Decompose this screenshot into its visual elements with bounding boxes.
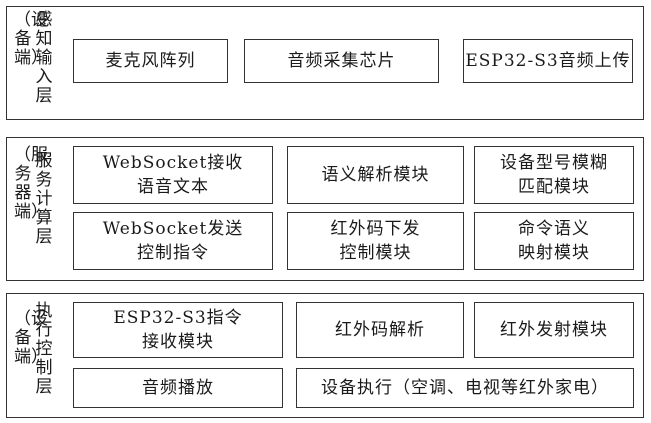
layer-service: （服务器端） 服务计算层 WebSocket接收 语音文本 语义解析模块 设备型… xyxy=(6,137,644,281)
layer-perception-sublabel: （设备端） xyxy=(14,10,48,68)
box-esp-receive: ESP32-S3指令 接收模块 xyxy=(73,302,283,358)
box-esp-receive-line-2: 接收模块 xyxy=(142,332,214,352)
box-ws-receive: WebSocket接收 语音文本 xyxy=(73,146,273,204)
box-ws-send-line-2: 控制指令 xyxy=(137,243,209,263)
layer-execution: （设备端） 执行控制层 ESP32-S3指令 接收模块 红外码解析 红外发射模块… xyxy=(6,293,644,418)
layer-service-label: （服务器端） 服务计算层 xyxy=(11,144,57,276)
box-esp-upload-line-1: ESP32-S3音频上传 xyxy=(465,51,631,71)
box-esp-upload: ESP32-S3音频上传 xyxy=(463,39,633,83)
box-ws-send-line-1: WebSocket发送 xyxy=(102,219,244,239)
box-esp-receive-line-1: ESP32-S3指令 xyxy=(113,308,243,328)
box-fuzzy-match-line-2: 匹配模块 xyxy=(518,177,590,197)
layer-service-sublabel: （服务器端） xyxy=(14,145,48,222)
box-audio-play: 音频播放 xyxy=(73,368,283,408)
box-ir-dispatch-line-1: 红外码下发 xyxy=(330,219,421,239)
box-device-exec-line-1: 设备执行（空调、电视等红外家电） xyxy=(321,378,609,398)
box-cmd-map-line-1: 命令语义 xyxy=(518,219,590,239)
box-mic-array: 麦克风阵列 xyxy=(73,39,228,83)
box-semantic-line-1: 语义解析模块 xyxy=(321,165,430,185)
box-ir-decode-line-1: 红外码解析 xyxy=(335,320,425,340)
box-cmd-map: 命令语义 映射模块 xyxy=(474,212,634,270)
box-ir-dispatch-line-2: 控制模块 xyxy=(339,243,412,263)
box-ir-emit: 红外发射模块 xyxy=(474,302,634,358)
layer-perception: （设备端） 感知输入层 麦克风阵列 音频采集芯片 ESP32-S3音频上传 xyxy=(6,6,644,120)
layer-perception-mainlabel: 感知输入层 xyxy=(35,10,53,106)
box-ws-receive-line-1: WebSocket接收 xyxy=(102,153,244,173)
layer-execution-mainlabel: 执行控制层 xyxy=(35,301,53,397)
box-ir-decode: 红外码解析 xyxy=(296,302,464,358)
box-audio-chip: 音频采集芯片 xyxy=(244,39,439,83)
box-device-exec: 设备执行（空调、电视等红外家电） xyxy=(296,368,634,408)
box-cmd-map-line-2: 映射模块 xyxy=(518,243,590,263)
box-mic-array-line-1: 麦克风阵列 xyxy=(105,51,196,71)
box-semantic: 语义解析模块 xyxy=(287,146,464,204)
layer-execution-sublabel: （设备端） xyxy=(14,309,48,367)
box-ir-emit-line-1: 红外发射模块 xyxy=(500,320,608,340)
layer-execution-label: （设备端） 执行控制层 xyxy=(11,298,57,414)
box-ws-send: WebSocket发送 控制指令 xyxy=(73,212,273,270)
box-fuzzy-match: 设备型号模糊 匹配模块 xyxy=(474,146,634,204)
layer-perception-label: （设备端） 感知输入层 xyxy=(11,11,57,117)
box-audio-play-line-1: 音频播放 xyxy=(142,378,214,398)
box-audio-chip-line-1: 音频采集芯片 xyxy=(287,51,396,71)
box-ir-dispatch: 红外码下发 控制模块 xyxy=(287,212,464,270)
box-fuzzy-match-line-1: 设备型号模糊 xyxy=(500,153,608,173)
box-ws-receive-line-2: 语音文本 xyxy=(137,177,209,197)
layer-service-mainlabel: 服务计算层 xyxy=(35,151,53,247)
